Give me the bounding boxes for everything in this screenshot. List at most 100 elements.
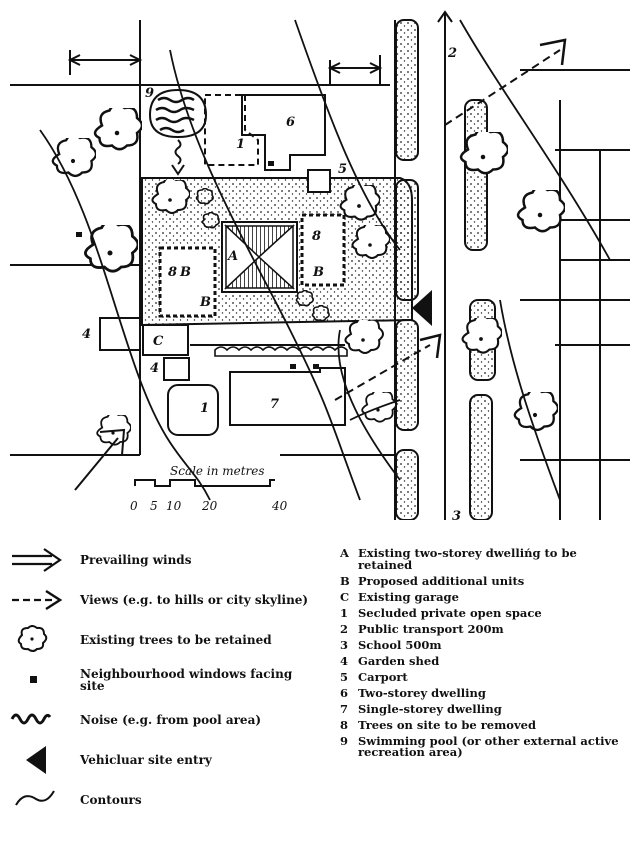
legend-row: Views (e.g. to hills or city skyline) — [8, 580, 318, 620]
label-school: 3 — [452, 509, 461, 520]
key-label: Proposed additional units — [358, 573, 525, 588]
open-space-bottom — [167, 384, 219, 436]
label-unit-right-8: 8 — [312, 229, 321, 244]
key-row: 6 Two-storey dwelling — [340, 685, 630, 700]
key-row: 8 Trees on site to be removed — [340, 717, 630, 732]
tree-icon — [17, 625, 48, 652]
key-label: Single-storey dwelling — [358, 701, 502, 716]
key-code: 8 — [340, 717, 349, 732]
legend-label: Vehicluar site entry — [80, 753, 212, 767]
legend-label: Prevailing winds — [80, 553, 192, 567]
contour-lines — [39, 19, 611, 501]
key-label: Trees on site to be removed — [358, 717, 537, 732]
key-label: Swimming pool (or other external active … — [358, 733, 619, 759]
legend-row: Existing trees to be retained — [8, 620, 318, 660]
legend-row: Vehicluar site entry — [8, 740, 318, 780]
key-code: 7 — [340, 701, 349, 716]
key-code: 3 — [340, 637, 349, 652]
label-open-space-top: 1 — [236, 137, 245, 152]
plan-labels: 2 3 4 4 5 6 7 9 1 1 A B 8 B 8 B C — [82, 46, 461, 520]
label-pool: 9 — [145, 86, 154, 101]
tree-icon — [51, 138, 96, 178]
key-code: C — [340, 589, 350, 604]
prevailing-wind-arrow — [74, 428, 126, 491]
tree-icon — [96, 415, 131, 446]
label-shed: 4 — [82, 327, 91, 342]
key-row: C Existing garage — [340, 589, 630, 604]
scale-tick: 5 — [150, 499, 158, 513]
key-code: 4 — [340, 653, 349, 668]
contour-line-icon — [15, 790, 55, 806]
key-code: 9 — [340, 733, 349, 748]
entry-triangle-icon — [26, 746, 46, 774]
hedge-row — [214, 346, 348, 357]
legend-label: Contours — [80, 793, 142, 807]
key-label: Two-storey dwelling — [358, 685, 486, 700]
key-code: 5 — [340, 669, 349, 684]
site-plan-diagram: 2 3 4 4 5 6 7 9 1 1 A B 8 B 8 B C Scale … — [10, 10, 630, 520]
label-unit-left-bottom-b: B — [199, 295, 211, 310]
legend-label: Noise (e.g. from pool area) — [80, 713, 262, 727]
label-public-transport: 2 — [447, 46, 457, 61]
key-label: Existing two-storey dwellińg to be retai… — [358, 546, 577, 572]
label-unit-right-b: B — [312, 265, 324, 280]
prevailing-winds-arrow-icon — [12, 548, 62, 572]
window-square-icon — [30, 676, 37, 683]
pool — [148, 88, 208, 176]
label-shed-lower: 4 — [150, 361, 159, 376]
key-legend: A Existing two-storey dwellińg to be reta… — [340, 546, 630, 763]
label-two-storey: 6 — [286, 115, 295, 130]
garage-box — [142, 324, 189, 356]
legend-row: Neighbourhood windows facing site — [8, 660, 318, 700]
proposed-unit-right — [300, 213, 346, 287]
key-label: Garden shed — [358, 653, 440, 668]
legend-row: Noise (e.g. from pool area) — [8, 700, 318, 740]
scale-tick: 0 — [130, 499, 138, 513]
label-unit-left-8: 8 — [168, 265, 177, 280]
key-row: 9 Swimming pool (or other external active… — [340, 733, 630, 759]
key-row: A Existing two-storey dwellińg to be reta… — [340, 546, 630, 572]
scale-title: Scale in metres — [170, 464, 265, 478]
label-single-storey: 7 — [270, 397, 279, 412]
label-carport: 5 — [338, 162, 347, 177]
existing-dwelling-a — [221, 221, 298, 293]
legend-row: Prevailing winds — [8, 540, 318, 580]
tree-icon — [93, 108, 142, 151]
tree-icon — [516, 190, 565, 233]
proposed-unit-left — [158, 246, 217, 318]
tree-icon — [84, 225, 138, 273]
key-code: B — [340, 573, 350, 588]
key-row: 7 Single-storey dwelling — [340, 701, 630, 716]
key-code: 6 — [340, 685, 349, 700]
scale-text: Scale in metres 0 5 10 20 40 — [130, 464, 288, 513]
key-label: Public transport 200m — [358, 621, 504, 636]
label-garage: C — [153, 334, 164, 349]
legend-row: Contours — [8, 780, 318, 820]
scale-tick: 10 — [166, 499, 182, 513]
legend-label: Existing trees to be retained — [80, 633, 272, 647]
shed-lower — [163, 357, 190, 381]
scale-tick: 40 — [271, 499, 288, 513]
dimension-markers — [67, 50, 383, 85]
tree-icon — [513, 392, 558, 432]
legend-label: Neighbourhood windows facing site — [80, 667, 293, 693]
key-row: 4 Garden shed — [340, 653, 630, 668]
carport-box — [307, 169, 331, 193]
label-existing-dwelling: A — [226, 249, 238, 264]
label-open-space-bottom: 1 — [200, 401, 209, 416]
views-arrows — [334, 38, 567, 401]
north-arrow — [437, 10, 453, 40]
views-dashed-arrow-icon — [12, 589, 63, 611]
symbol-legend: Prevailing winds Views (e.g. to hills or… — [8, 540, 318, 820]
two-storey-dwelling — [241, 94, 326, 171]
key-code: 1 — [340, 605, 349, 620]
noise-squiggle-icon — [10, 713, 52, 725]
key-code: A — [340, 546, 349, 560]
tree-icon — [461, 318, 502, 354]
scale-tick: 20 — [201, 499, 218, 513]
key-label: Existing garage — [358, 589, 459, 604]
